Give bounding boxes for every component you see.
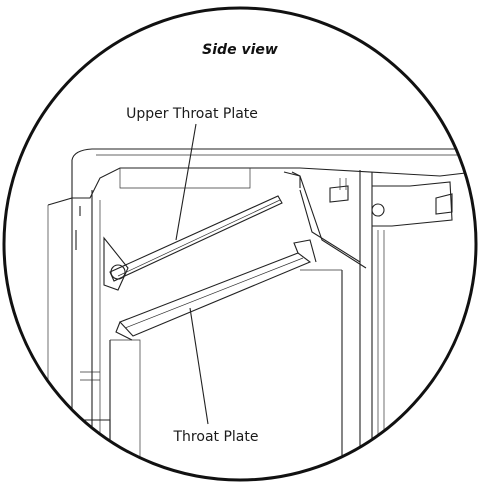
throat-plate-leader	[189, 307, 209, 425]
left-wall-vents	[80, 371, 100, 381]
door-handle-housing	[372, 181, 453, 227]
latch-screws	[339, 178, 347, 190]
left-bolt-detail	[75, 206, 81, 250]
throat-plate	[119, 252, 312, 337]
upper-plate-edge	[117, 199, 281, 277]
top-lid	[71, 148, 475, 199]
throat-plate-fold	[124, 257, 304, 329]
upper-throat-plate-leader	[175, 123, 197, 241]
door-glass	[377, 230, 385, 480]
throat-plate-lip-left	[115, 321, 133, 341]
upper-throat-plate-label: Upper Throat Plate	[126, 106, 258, 122]
view-title: Side view	[202, 42, 278, 58]
door-handle	[435, 193, 453, 215]
air-tube-inner	[299, 189, 361, 263]
view-circle-border	[2, 6, 478, 482]
throat-plate-label: Throat Plate	[173, 429, 259, 445]
stove-cross-section	[47, 148, 475, 480]
upper-plate-bracket	[103, 236, 129, 291]
air-tube	[291, 171, 367, 269]
latch-block	[329, 185, 349, 203]
throat-plate-lip-right	[293, 239, 317, 263]
upper-throat-plate	[109, 195, 283, 282]
air-tube-cap	[283, 171, 301, 188]
firebox-left-brick	[110, 339, 141, 480]
left-outer-wall	[47, 197, 73, 480]
latch-knob	[371, 203, 385, 217]
